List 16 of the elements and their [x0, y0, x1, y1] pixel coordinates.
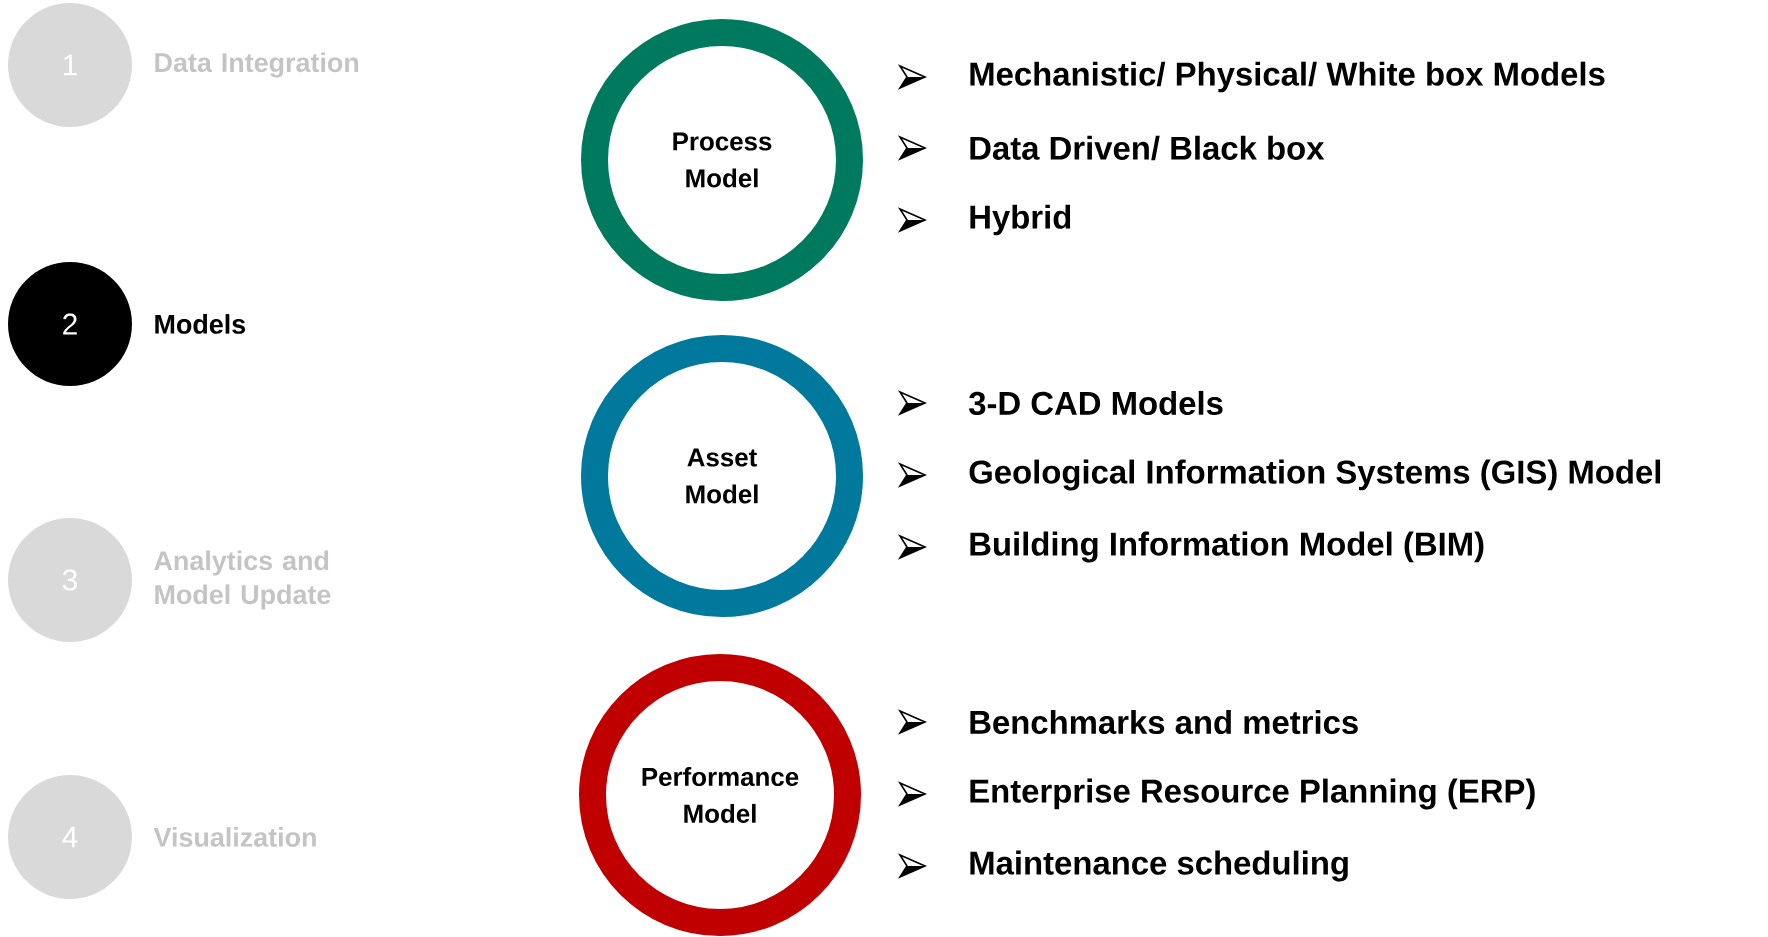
model-ring: Process Model	[581, 19, 863, 301]
model-ring: Asset Model	[581, 335, 863, 617]
bullet-text: Enterprise Resource Planning (ERP)	[970, 778, 1535, 810]
step-label: Data Integration	[155, 52, 359, 78]
bullet-text: 3-D CAD Models	[968, 390, 1223, 416]
bullet-text: Data Driven/ Black box	[970, 135, 1325, 161]
bullet-text: Benchmarks and metrics	[970, 709, 1358, 735]
step-label: Analytics and Model Update	[154, 550, 331, 610]
bullet-text: Maintenance scheduling	[970, 850, 1348, 882]
step-label: Models	[155, 314, 246, 334]
bullet-text: Mechanistic/ Physical/ White box Models	[970, 61, 1605, 93]
bullet-text: Building Information Model (BIM)	[970, 531, 1484, 563]
bullet-text: Hybrid	[970, 204, 1071, 236]
model-ring: Performance Model	[579, 654, 861, 936]
step-label: Visualization	[153, 827, 316, 847]
bullet-text: Geological Information Systems (GIS) Model	[969, 459, 1661, 491]
